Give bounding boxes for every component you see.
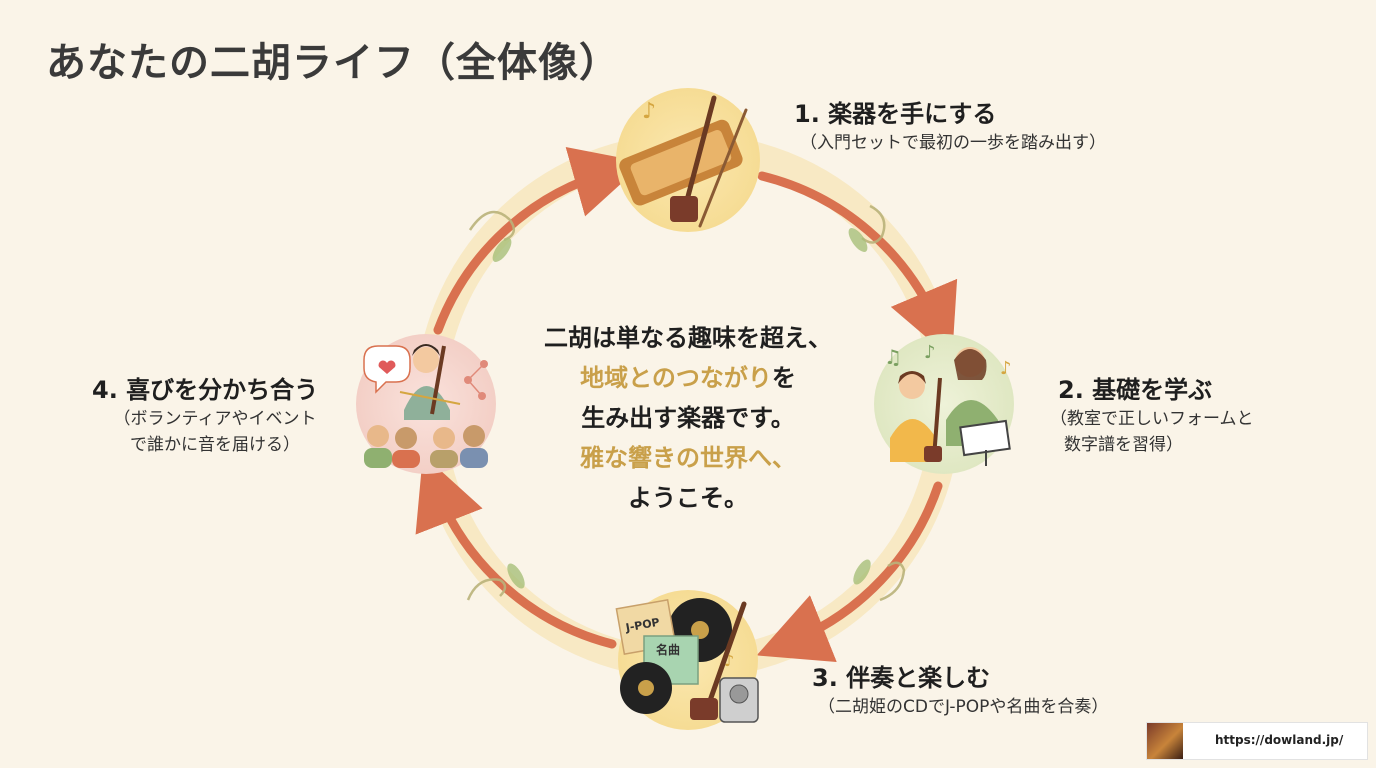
svg-text:♪: ♪ <box>642 99 656 124</box>
step-3-description: （二胡姫のCDでJ-POPや名曲を合奏） <box>818 697 1109 717</box>
illustration-lesson: ♫ ♪ ♪ <box>874 334 1014 474</box>
illustration-performance <box>356 334 496 474</box>
svg-text:♪: ♪ <box>724 651 734 670</box>
step-2-title: 2. 基礎を学ぶ <box>1058 376 1213 404</box>
step-2-description: （教室で正しいフォームと 数字譜を習得） <box>1050 409 1254 455</box>
center-line-5: ようこそ。 <box>628 484 748 512</box>
illustration-instrument-case: ♪ <box>616 88 760 232</box>
source-url-badge[interactable]: https://dowland.jp/ <box>1146 722 1368 760</box>
center-line-3: 生み出す楽器です。 <box>581 404 795 432</box>
center-line-2: 地域とのつながりを <box>580 364 796 392</box>
center-message: 二胡は単なる趣味を超え、 地域とのつながりを 生み出す楽器です。 雅な響きの世界… <box>512 318 864 518</box>
illustration-cds: J-POP 名曲 ♪ <box>615 590 759 730</box>
site-thumbnail-icon <box>1147 723 1183 759</box>
arrow-1-to-2 <box>757 171 958 360</box>
svg-text:♫: ♫ <box>884 345 902 369</box>
vine-decoration <box>466 204 906 602</box>
svg-text:♪: ♪ <box>1000 358 1012 379</box>
meikyoku-cd-label: 名曲 <box>656 642 680 657</box>
jpop-cd-label: J-POP <box>624 616 661 635</box>
center-line-4: 雅な響きの世界へ、 <box>580 444 796 472</box>
arrow-4-to-1 <box>433 147 645 335</box>
step-3-title: 3. 伴奏と楽しむ <box>812 664 991 692</box>
leaf-decoration <box>492 228 871 589</box>
step-4-title: 4. 喜びを分かち合う <box>92 376 319 404</box>
step-4-description: （ボランティアやイベント で誰かに音を届ける） <box>113 409 317 455</box>
page-title: あなたの二胡ライフ（全体像） <box>46 40 620 86</box>
center-line-1: 二胡は単なる趣味を超え、 <box>544 324 832 352</box>
arrow-2-to-3 <box>756 481 943 662</box>
step-1-description: （入門セットで最初の一歩を踏み出す） <box>800 133 1106 153</box>
step-1-title: 1. 楽器を手にする <box>794 100 997 128</box>
svg-text:♪: ♪ <box>924 342 936 363</box>
source-url[interactable]: https://dowland.jp/ <box>1215 733 1344 747</box>
